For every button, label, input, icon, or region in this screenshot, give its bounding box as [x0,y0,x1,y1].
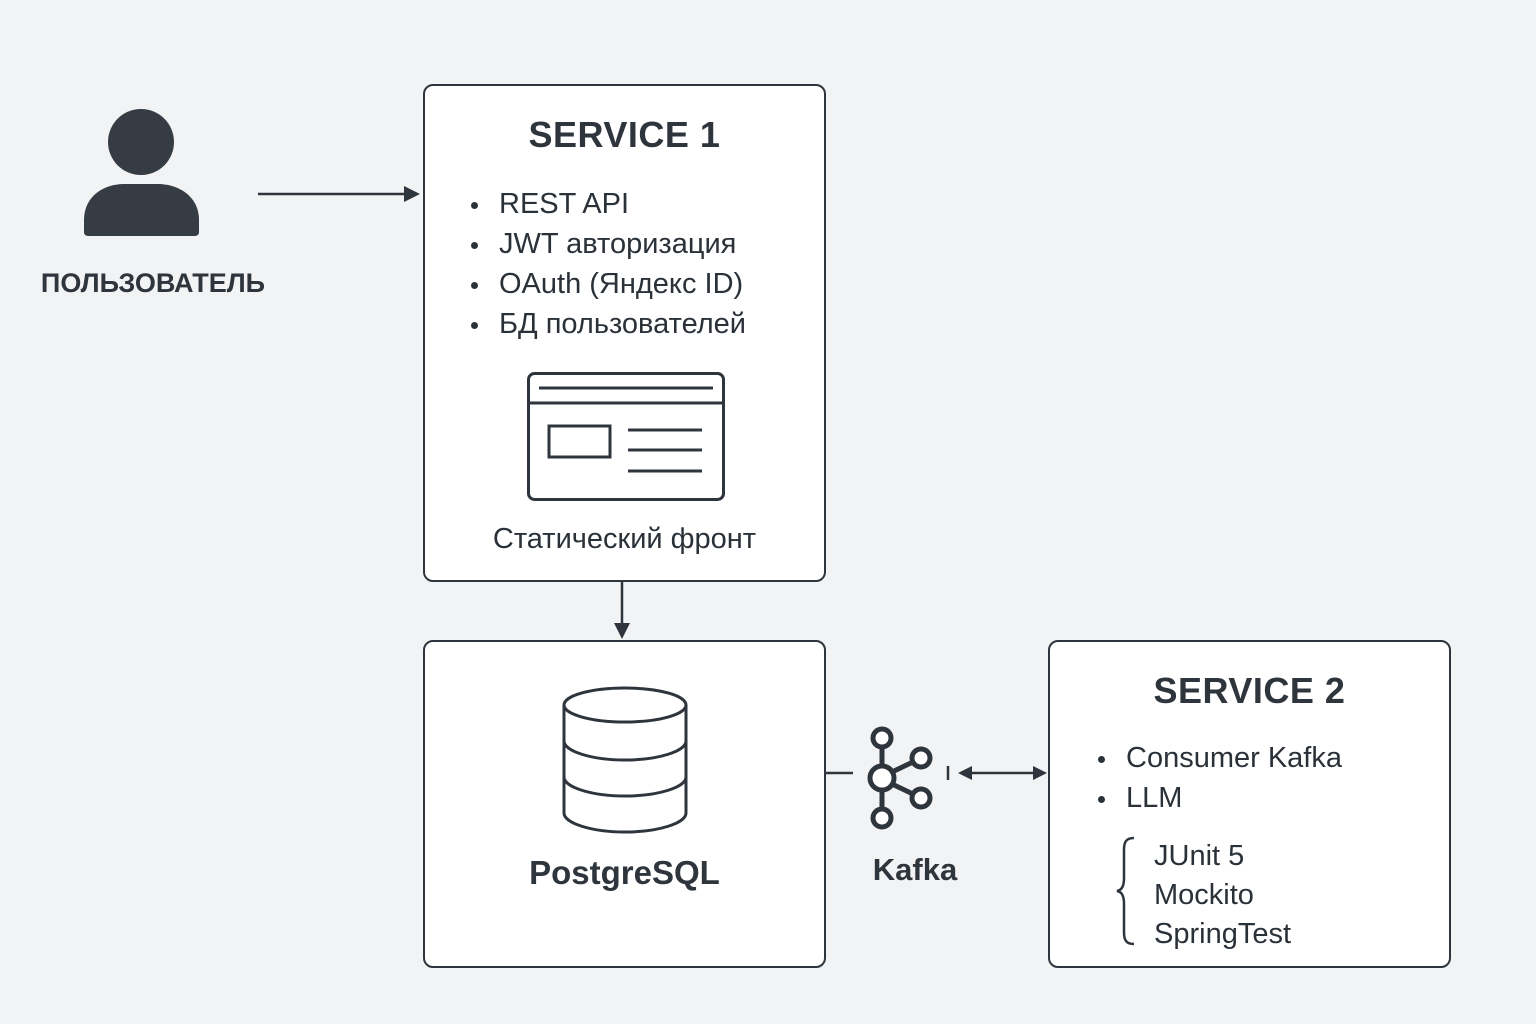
service1-feature-item: REST API [469,184,746,224]
test-framework-item: SpringTest [1154,918,1292,950]
kafka-label: Kafka [872,852,958,887]
service2-feature-list: Consumer Kafka LLM [1096,738,1342,818]
test-frameworks-list: JUnit 5 Mockito SpringTest [1154,837,1291,954]
service2-box: SERVICE 2 Consumer Kafka LLM JUnit 5 Moc… [1048,640,1451,968]
user-label: ПОЛЬЗОВАТЕЛЬ [40,268,266,298]
service2-feature-item: Consumer Kafka [1096,738,1342,778]
service2-feature-item: LLM [1096,778,1342,818]
service1-feature-item: JWT авторизация [469,224,746,264]
browser-window-icon [527,372,725,501]
service1-feature-list: REST API JWT авторизация OAuth (Яндекс I… [469,184,746,344]
test-framework-item: JUnit 5 [1154,840,1245,872]
user-icon [84,109,199,236]
test-framework-item: Mockito [1154,879,1254,911]
database-icon [562,686,688,834]
service1-title: SERVICE 1 [528,114,721,155]
postgres-label: PostgreSQL [529,854,720,891]
service2-title: SERVICE 2 [1153,670,1346,711]
postgres-box: PostgreSQL [423,640,826,968]
curly-brace-icon [1116,836,1135,946]
service1-feature-item: БД пользователей [469,304,746,344]
kafka-icon [867,726,933,830]
service1-feature-item: OAuth (Яндекс ID) [469,264,746,304]
static-front-caption: Статический фронт [492,523,757,555]
service1-box: SERVICE 1 REST API JWT авторизация OAuth… [423,84,826,582]
